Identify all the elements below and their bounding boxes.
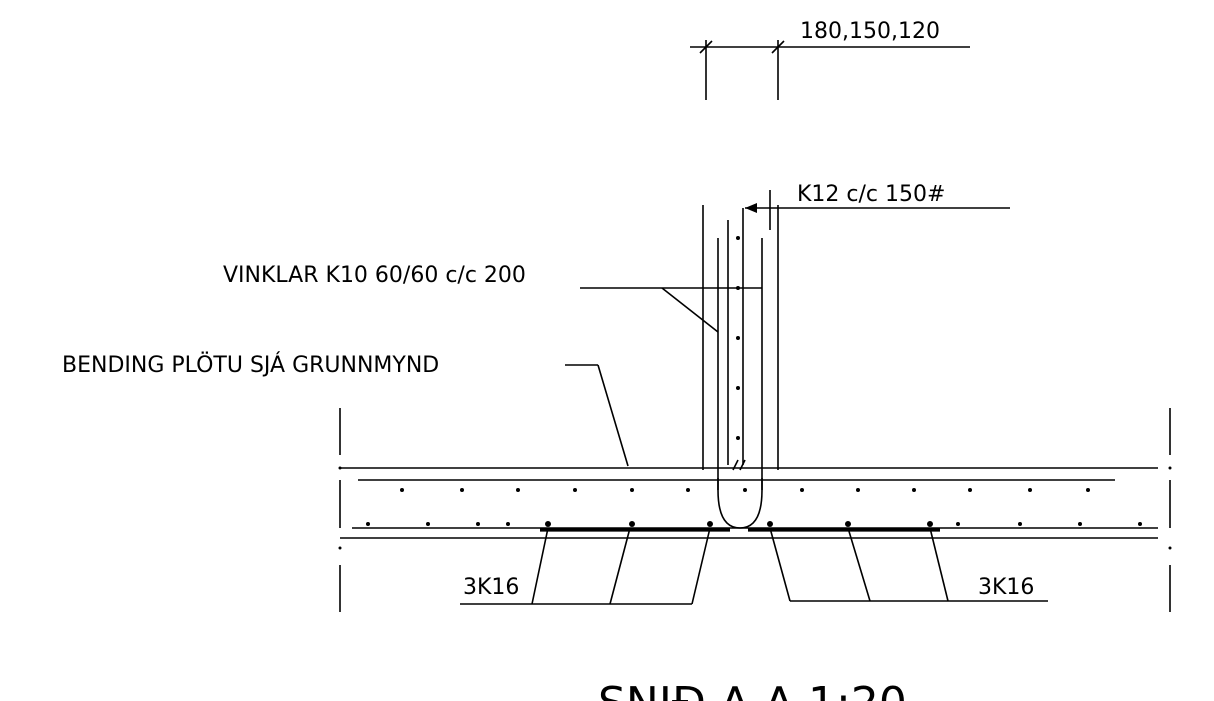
bottom-distribution-bars: [366, 521, 1142, 527]
bottom-left-rebar-leader: 3K16: [460, 527, 711, 605]
stirrups-leader: VINKLAR K10 60/60 c/c 200: [223, 263, 762, 333]
wall-thickness-dimension: 180,150,120: [690, 19, 970, 100]
bottom-left-rebar-label: 3K16: [463, 575, 519, 600]
vertical-rebar-leader: K12 c/c 150#: [745, 182, 1010, 230]
u-bar: [717, 478, 763, 529]
section-title: SNIÐ A-A 1:20: [598, 678, 907, 701]
dimension-label: 180,150,120: [800, 19, 940, 44]
wall: [702, 205, 779, 490]
top-distribution-bars: [400, 488, 1090, 492]
bottom-right-rebar-label: 3K16: [978, 575, 1034, 600]
slab: [338, 408, 1172, 612]
vertical-rebar-label: K12 c/c 150#: [797, 182, 945, 207]
slab-bending-label: BENDING PLÖTU SJÁ GRUNNMYND: [62, 352, 439, 378]
slab-bending-leader: BENDING PLÖTU SJÁ GRUNNMYND: [62, 352, 629, 467]
bottom-right-rebar-leader: 3K16: [769, 527, 1048, 602]
stirrups-label: VINKLAR K10 60/60 c/c 200: [223, 263, 526, 288]
